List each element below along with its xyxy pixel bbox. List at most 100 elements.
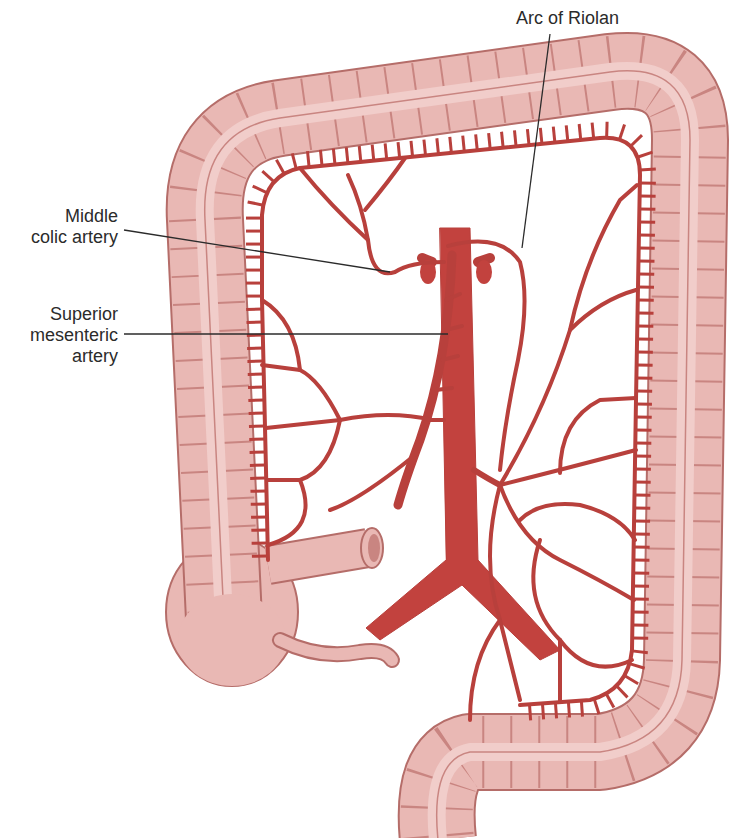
sma-label: Superior mesenteric artery: [18, 304, 118, 367]
vasa-rectum: [633, 584, 649, 587]
illustration-part: [268, 548, 368, 565]
vasa-rectum: [320, 150, 322, 166]
illustration-part: [368, 534, 380, 562]
vasa-rectum: [247, 347, 263, 350]
vasa-rectum: [252, 555, 268, 558]
illustration-part: [500, 450, 636, 485]
illustration-part: [330, 455, 415, 510]
vasa-rectum: [398, 142, 400, 158]
vasa-rectum: [502, 132, 504, 148]
illustration-part: [205, 71, 690, 838]
vasa-rectum: [553, 127, 555, 143]
leader-lines: [124, 34, 550, 334]
vasa-rectum: [636, 428, 652, 431]
vasa-rectum: [248, 386, 264, 389]
vasa-rectum: [246, 243, 262, 246]
illustration-part: [522, 34, 550, 248]
vasa-rectum: [262, 171, 274, 182]
vasa-rectum: [639, 207, 655, 210]
illustration-part: [205, 71, 690, 838]
illustration-part: [300, 168, 368, 240]
illustration-part: [267, 420, 340, 480]
illustration-part: [262, 138, 640, 705]
illustration-part: [365, 158, 405, 210]
vasa-rectum: [246, 256, 262, 259]
vasa-rectum: [248, 202, 264, 205]
vasa-rectum: [308, 151, 310, 167]
vasa-rectum: [250, 451, 266, 454]
illustration-part: [124, 333, 448, 334]
vasa-rectum: [437, 138, 439, 154]
vasa-rectum: [463, 136, 465, 152]
vasa-rectum: [529, 704, 530, 720]
illustration-part: [178, 594, 286, 686]
vasa-rectum: [253, 186, 268, 193]
illustration-part: [348, 175, 444, 273]
illustration-part: [205, 71, 690, 838]
vasa-rectum: [636, 402, 652, 405]
vasa-rectum: [634, 493, 650, 496]
vasa-rectum: [246, 269, 262, 272]
illustration-part: [558, 640, 562, 702]
illustration-part: [262, 300, 300, 370]
vasa-rectum: [605, 122, 608, 138]
illustration-part: [366, 228, 560, 660]
vasa-rectum: [489, 133, 491, 149]
colon: [166, 71, 690, 838]
vasa-rectum: [252, 542, 268, 545]
vasa-rectum: [624, 676, 638, 684]
arc-of-riolan-label: Arc of Riolan: [516, 8, 619, 29]
vasa-rectum: [250, 464, 266, 467]
vasa-rectum: [411, 141, 413, 157]
vasa-rectum: [579, 124, 581, 140]
vasa-rectum: [635, 441, 651, 444]
illustration-part: [520, 504, 635, 540]
illustration-part: [476, 260, 492, 284]
vasa-rectum: [637, 152, 652, 157]
vasa-rectum: [633, 610, 649, 613]
vasa-rectum: [640, 194, 656, 197]
vasa-rectum: [568, 702, 569, 718]
illustration-part: [205, 71, 690, 838]
illustration-part: [268, 548, 368, 565]
vasa-rectum: [637, 363, 653, 366]
vasa-rectum: [476, 134, 478, 150]
vasa-rectum: [634, 532, 650, 535]
vasa-rectum: [527, 129, 529, 145]
vasa-rectum: [372, 145, 374, 161]
vasa-rectum: [346, 147, 348, 163]
vasa-rectum: [514, 130, 516, 146]
illustration-part: [262, 365, 340, 420]
vasa-rectum: [276, 160, 284, 174]
vasa-rectum: [635, 454, 651, 457]
vasa-rectum: [616, 686, 627, 698]
vasa-rectum: [636, 415, 652, 418]
illustration-part: [280, 640, 392, 660]
arteries: [262, 138, 640, 720]
vasa-rectum: [632, 651, 648, 653]
vasa-rectum: [249, 438, 265, 441]
vasa-rectum: [250, 477, 266, 480]
vasa-rectum: [640, 169, 656, 170]
illustration-part: [500, 185, 637, 485]
vasa-rectum: [251, 503, 267, 506]
illustration-part: [570, 290, 636, 330]
illustration-part: [124, 230, 390, 272]
vasa-rectum: [632, 623, 648, 626]
vasa-rectum: [246, 217, 262, 220]
vasa-rectum: [594, 699, 599, 714]
vasa-rectum: [248, 399, 264, 402]
illustration-part: [361, 528, 383, 568]
illustration-part: [448, 242, 525, 470]
vasa-rectum: [637, 337, 653, 340]
vasa-rectum: [247, 360, 263, 363]
vasa-rectum: [246, 295, 262, 298]
vasa-rectum: [638, 285, 654, 288]
vasa-rectum: [640, 181, 656, 184]
vasa-rectum: [246, 282, 262, 285]
vasa-rectum: [250, 490, 266, 493]
vasa-rectum: [619, 125, 624, 140]
vasa-rectum: [629, 664, 644, 669]
vasa-recta: [246, 122, 656, 720]
